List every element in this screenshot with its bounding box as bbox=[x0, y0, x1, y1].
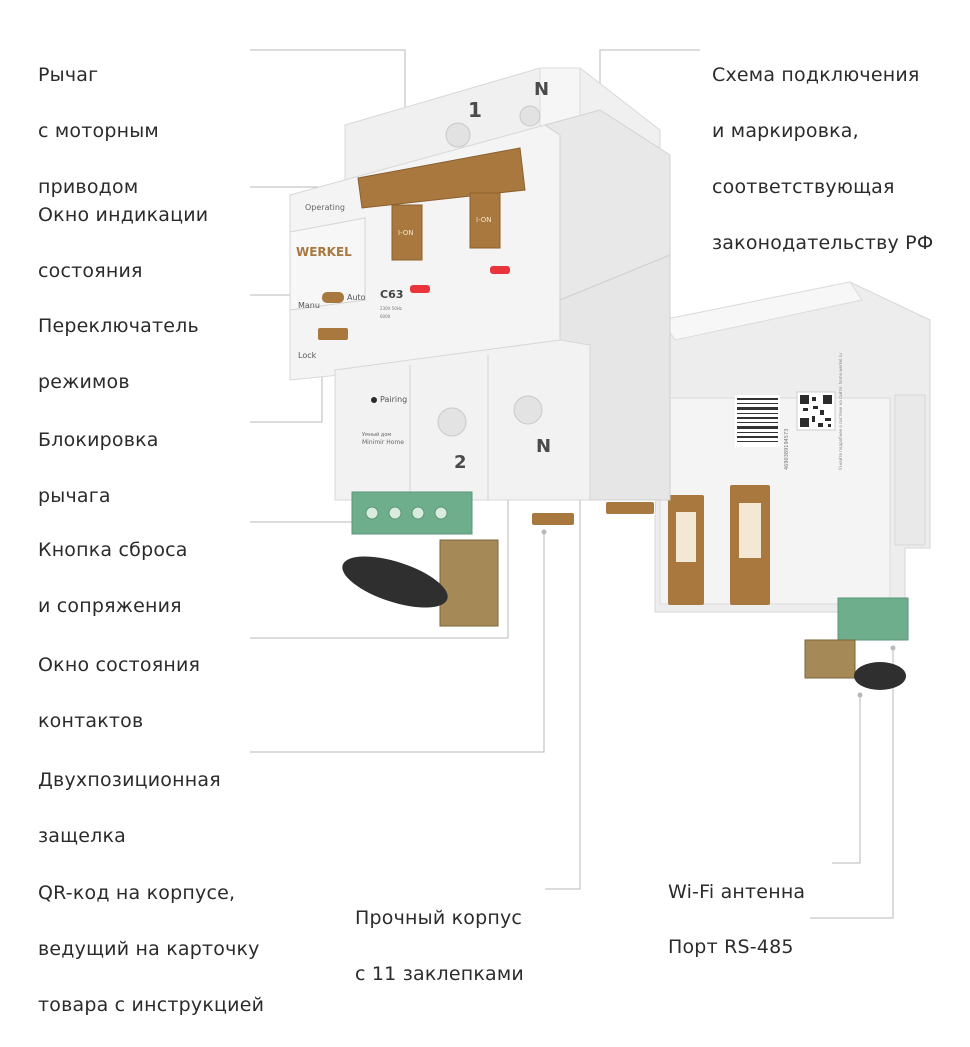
ion-right: I-ON bbox=[476, 216, 492, 224]
label-qr-code: QR-код на корпусе, ведущий на карточку т… bbox=[38, 882, 265, 1016]
qr-code bbox=[796, 391, 836, 431]
back-device: 4690389194573 Узнайте подробнее о систем… bbox=[654, 281, 931, 690]
leader-latch bbox=[250, 532, 545, 753]
pairing-text: Pairing bbox=[380, 395, 407, 404]
label-scheme: Схема подключения и маркировка, соответс… bbox=[712, 64, 934, 254]
label-rs485: Порт RS-485 bbox=[668, 936, 794, 958]
operating-text: Operating bbox=[305, 203, 345, 212]
front-device: 1 N 2 N Pairing Умный дом Minimir Home W… bbox=[289, 67, 671, 627]
label-indicator: Окно индикации состояния bbox=[38, 204, 209, 282]
back-clip-right bbox=[730, 485, 770, 605]
label-reset-button: Кнопка сброса и сопряжения bbox=[38, 539, 188, 617]
label-lever: Рычаг с моторным приводом bbox=[38, 64, 159, 198]
pole-2: 2 bbox=[454, 452, 467, 473]
back-antenna bbox=[854, 662, 906, 690]
back-clip-left bbox=[668, 495, 704, 605]
label-wifi: Wi-Fi антенна bbox=[668, 881, 806, 903]
label-mode-switch: Переключатель режимов bbox=[38, 315, 199, 393]
pole-n-top: N bbox=[534, 79, 549, 100]
rating-sub1: 230V 50Hz bbox=[380, 306, 402, 311]
home-line2: Minimir Home bbox=[362, 439, 404, 446]
latch-right bbox=[606, 502, 654, 514]
label-latch: Двухпозиционная защелка bbox=[38, 769, 221, 847]
antenna bbox=[342, 556, 448, 608]
motor-lever: I-ON I-ON bbox=[357, 147, 526, 261]
rating-sub2: 6000 bbox=[380, 314, 391, 319]
latch-left bbox=[532, 513, 574, 525]
lock-slider bbox=[318, 328, 348, 340]
label-body: Прочный корпус с 11 заклепками bbox=[355, 907, 524, 985]
mode-switch bbox=[322, 292, 344, 303]
barcode bbox=[735, 395, 780, 447]
barcode-text: 4690389194573 bbox=[784, 429, 790, 470]
mode-auto: Auto bbox=[347, 293, 366, 302]
home-line1: Умный дом bbox=[362, 431, 391, 438]
terminal-block bbox=[351, 491, 473, 535]
brand-logo: WERKEL bbox=[296, 245, 352, 259]
pole-n-bottom: N bbox=[536, 436, 551, 457]
leader-body bbox=[545, 447, 581, 890]
lock-text: Lock bbox=[298, 351, 317, 360]
label-contacts-window: Окно состояния контактов bbox=[38, 654, 201, 732]
pairing-button bbox=[371, 397, 377, 403]
mode-manu: Manu bbox=[298, 301, 320, 310]
device-illustration: 4690389194573 Узнайте подробнее о систем… bbox=[289, 67, 931, 690]
back-antenna-base bbox=[804, 639, 856, 679]
indicator-left bbox=[410, 285, 430, 293]
qr-caption: Узнайте подробнее о системе на сайте: ho… bbox=[838, 353, 843, 470]
leader-rs485 bbox=[810, 648, 894, 919]
indicator-right bbox=[490, 266, 510, 274]
pole-1: 1 bbox=[468, 98, 482, 122]
label-lever-lock: Блокировка рычага bbox=[38, 429, 159, 507]
ion-left: I-ON bbox=[398, 229, 414, 237]
leader-wifi bbox=[832, 695, 861, 864]
antenna-base bbox=[439, 539, 499, 627]
back-terminal-rs485 bbox=[837, 597, 909, 641]
rating-text: C63 bbox=[380, 288, 403, 301]
